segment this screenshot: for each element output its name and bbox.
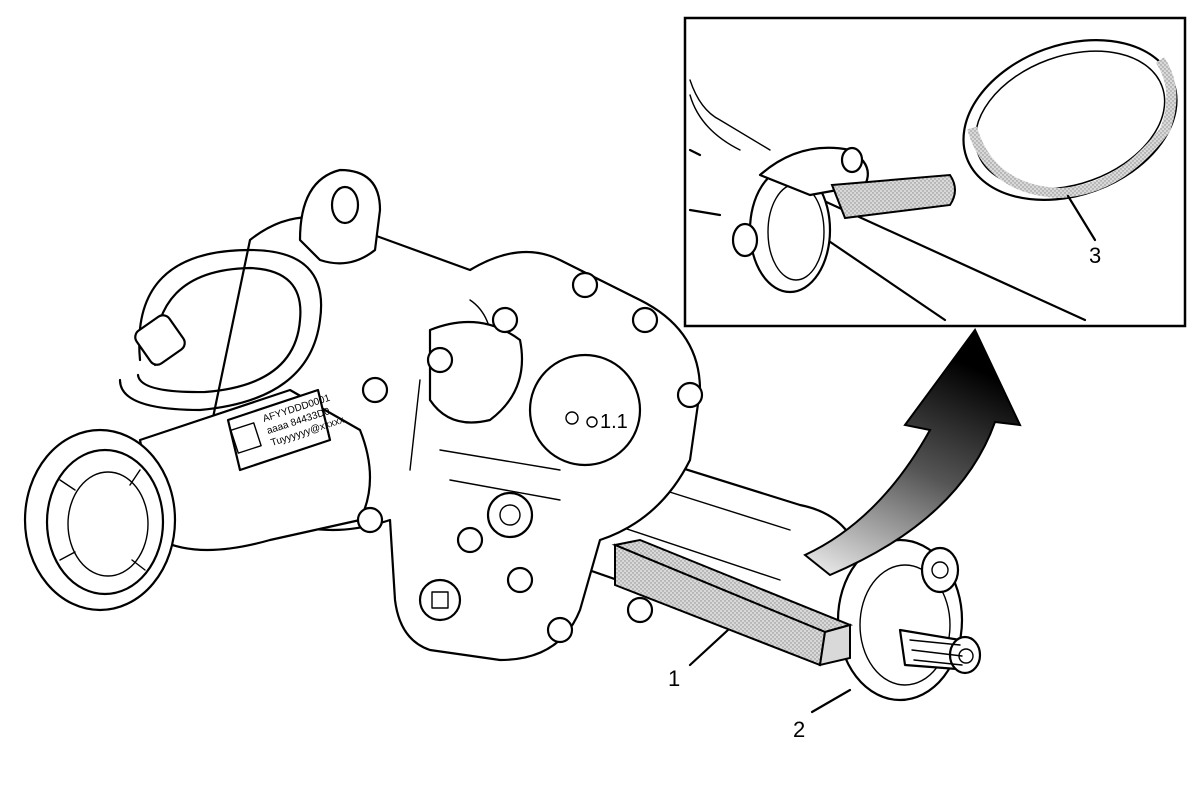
carrier-housing bbox=[198, 216, 702, 662]
detail-arrow bbox=[803, 328, 1022, 577]
breather-hose bbox=[118, 248, 323, 412]
housing-marking: 1.1 bbox=[600, 411, 628, 433]
input-flange bbox=[23, 428, 177, 612]
output-seal-area bbox=[836, 538, 982, 702]
callout-3: 3 bbox=[1066, 194, 1101, 268]
callout-1-number: 1 bbox=[668, 666, 680, 691]
detail-inset bbox=[683, 16, 1187, 328]
callout-1: 1 bbox=[668, 628, 730, 691]
callout-2-number: 2 bbox=[793, 717, 805, 742]
callout-2: 2 bbox=[793, 688, 852, 742]
differential-assembly: AFYYDDD0001 aaaa 84433D0 Tuyyyyyy@xxxxx … bbox=[23, 168, 982, 702]
arrow-shape bbox=[803, 328, 1022, 577]
housing-bolts bbox=[356, 271, 704, 644]
seal-installer-handle bbox=[830, 39, 1178, 220]
installer-tool bbox=[611, 538, 854, 667]
cover-plate: 1.1 bbox=[528, 353, 642, 467]
callout-3-number: 3 bbox=[1089, 243, 1101, 268]
